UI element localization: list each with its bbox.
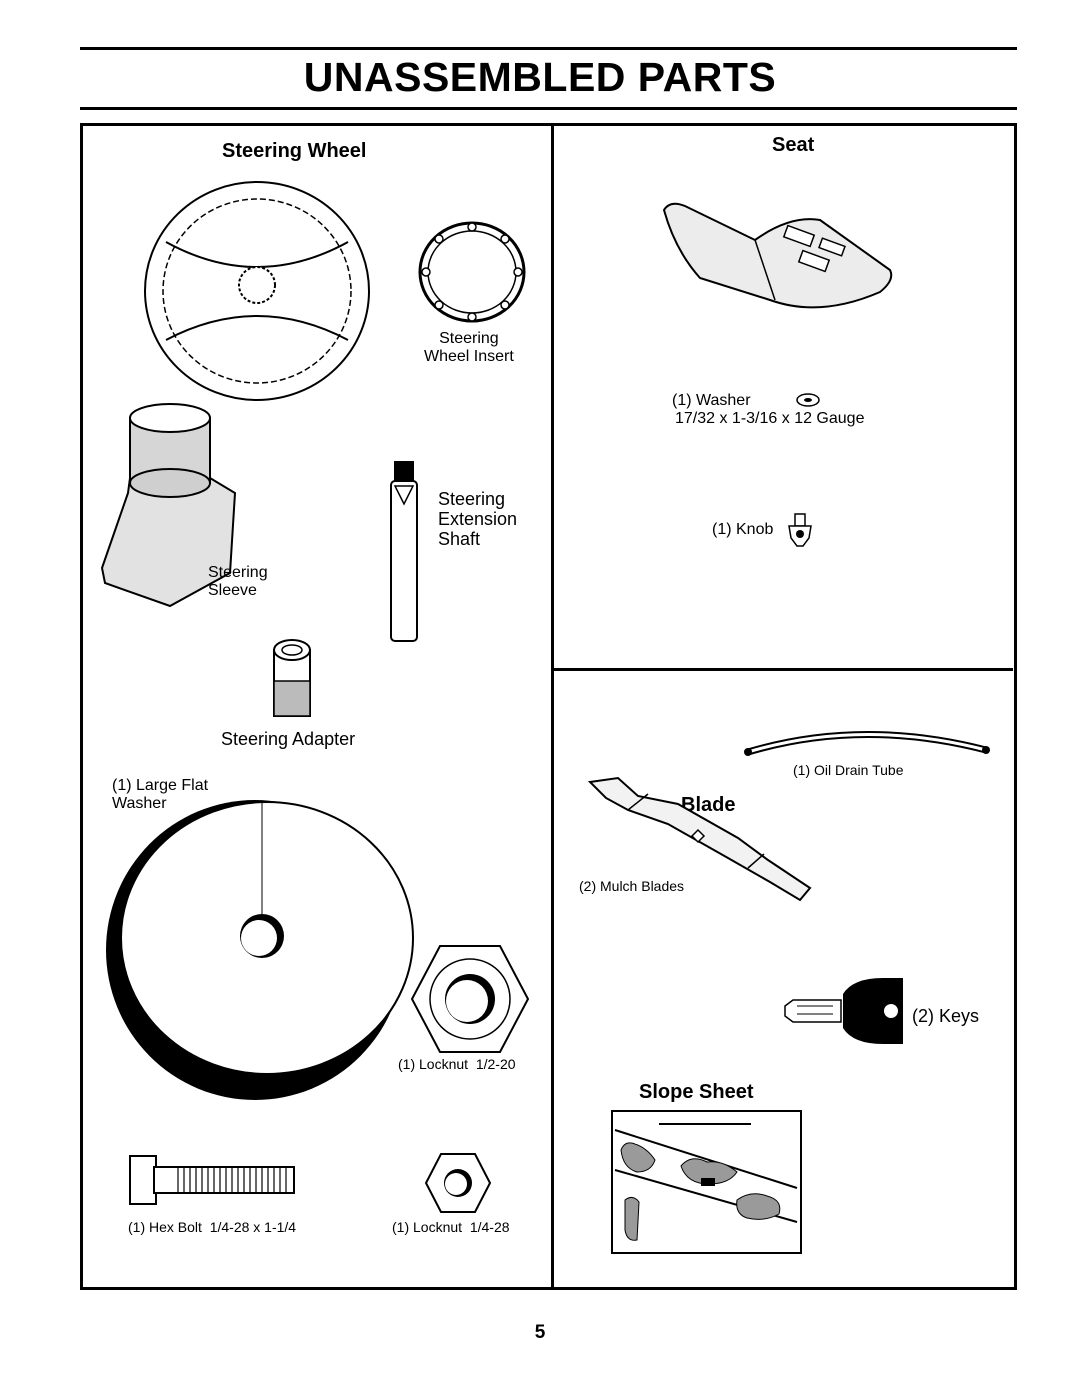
parts-frame: [80, 123, 1017, 1290]
extension-shaft-icon: [390, 461, 418, 642]
large-flat-washer-icon: [106, 800, 414, 1100]
seat-heading: Seat: [772, 134, 815, 156]
seat-icon: [662, 202, 893, 309]
slope-sheet-icon: [611, 1110, 802, 1254]
mulch-blades-label: (2) Mulch Blades: [579, 878, 685, 894]
small-locknut-icon: [424, 1153, 492, 1213]
vertical-divider: [551, 123, 554, 1290]
slope-sheet-heading: Slope Sheet: [639, 1081, 754, 1103]
blade-heading: Blade: [681, 794, 736, 816]
page-number: 5: [534, 1322, 546, 1343]
large-locknut-label: (1) Locknut 1/2-20: [398, 1056, 516, 1072]
wheel-insert-label: Steering Wheel Insert: [424, 330, 514, 365]
knob-label: (1) Knob: [712, 521, 774, 538]
washer-size-label: 17/32 x 1-3/16 x 12 Gauge: [675, 410, 865, 427]
keys-label: (2) Keys: [912, 1006, 980, 1026]
oil-drain-tube-icon: [744, 731, 990, 756]
steering-wheel-icon: [144, 181, 370, 401]
washer-label: (1) Washer: [672, 392, 751, 409]
steering-wheel-heading: Steering Wheel: [222, 140, 367, 162]
mulch-blade-icon: [587, 776, 812, 902]
steering-sleeve-icon: [100, 403, 237, 608]
oil-drain-tube-label: (1) Oil Drain Tube: [793, 762, 904, 778]
steering-adapter-label: Steering Adapter: [221, 729, 356, 749]
steering-sleeve-label: Steering Sleeve: [208, 564, 268, 599]
hex-bolt-label: (1) Hex Bolt 1/4-28 x 1-1/4: [128, 1219, 297, 1235]
hex-bolt-icon: [129, 1155, 295, 1205]
large-locknut-icon: [410, 945, 530, 1053]
seat-washer-icon: [796, 393, 820, 407]
steering-adapter-icon: [273, 639, 311, 717]
top-rule: [80, 47, 1017, 50]
extension-shaft-label: Steering Extension Shaft: [438, 489, 518, 549]
key-icon: [784, 978, 903, 1044]
horizontal-divider: [553, 668, 1013, 671]
bottom-title-rule: [80, 107, 1017, 110]
wheel-insert-icon: [418, 221, 526, 323]
page-title: UNASSEMBLED PARTS: [303, 54, 777, 100]
knob-icon: [788, 513, 812, 547]
large-flat-washer-label: (1) Large Flat Washer: [112, 777, 209, 812]
small-locknut-label: (1) Locknut 1/4-28: [392, 1219, 510, 1235]
